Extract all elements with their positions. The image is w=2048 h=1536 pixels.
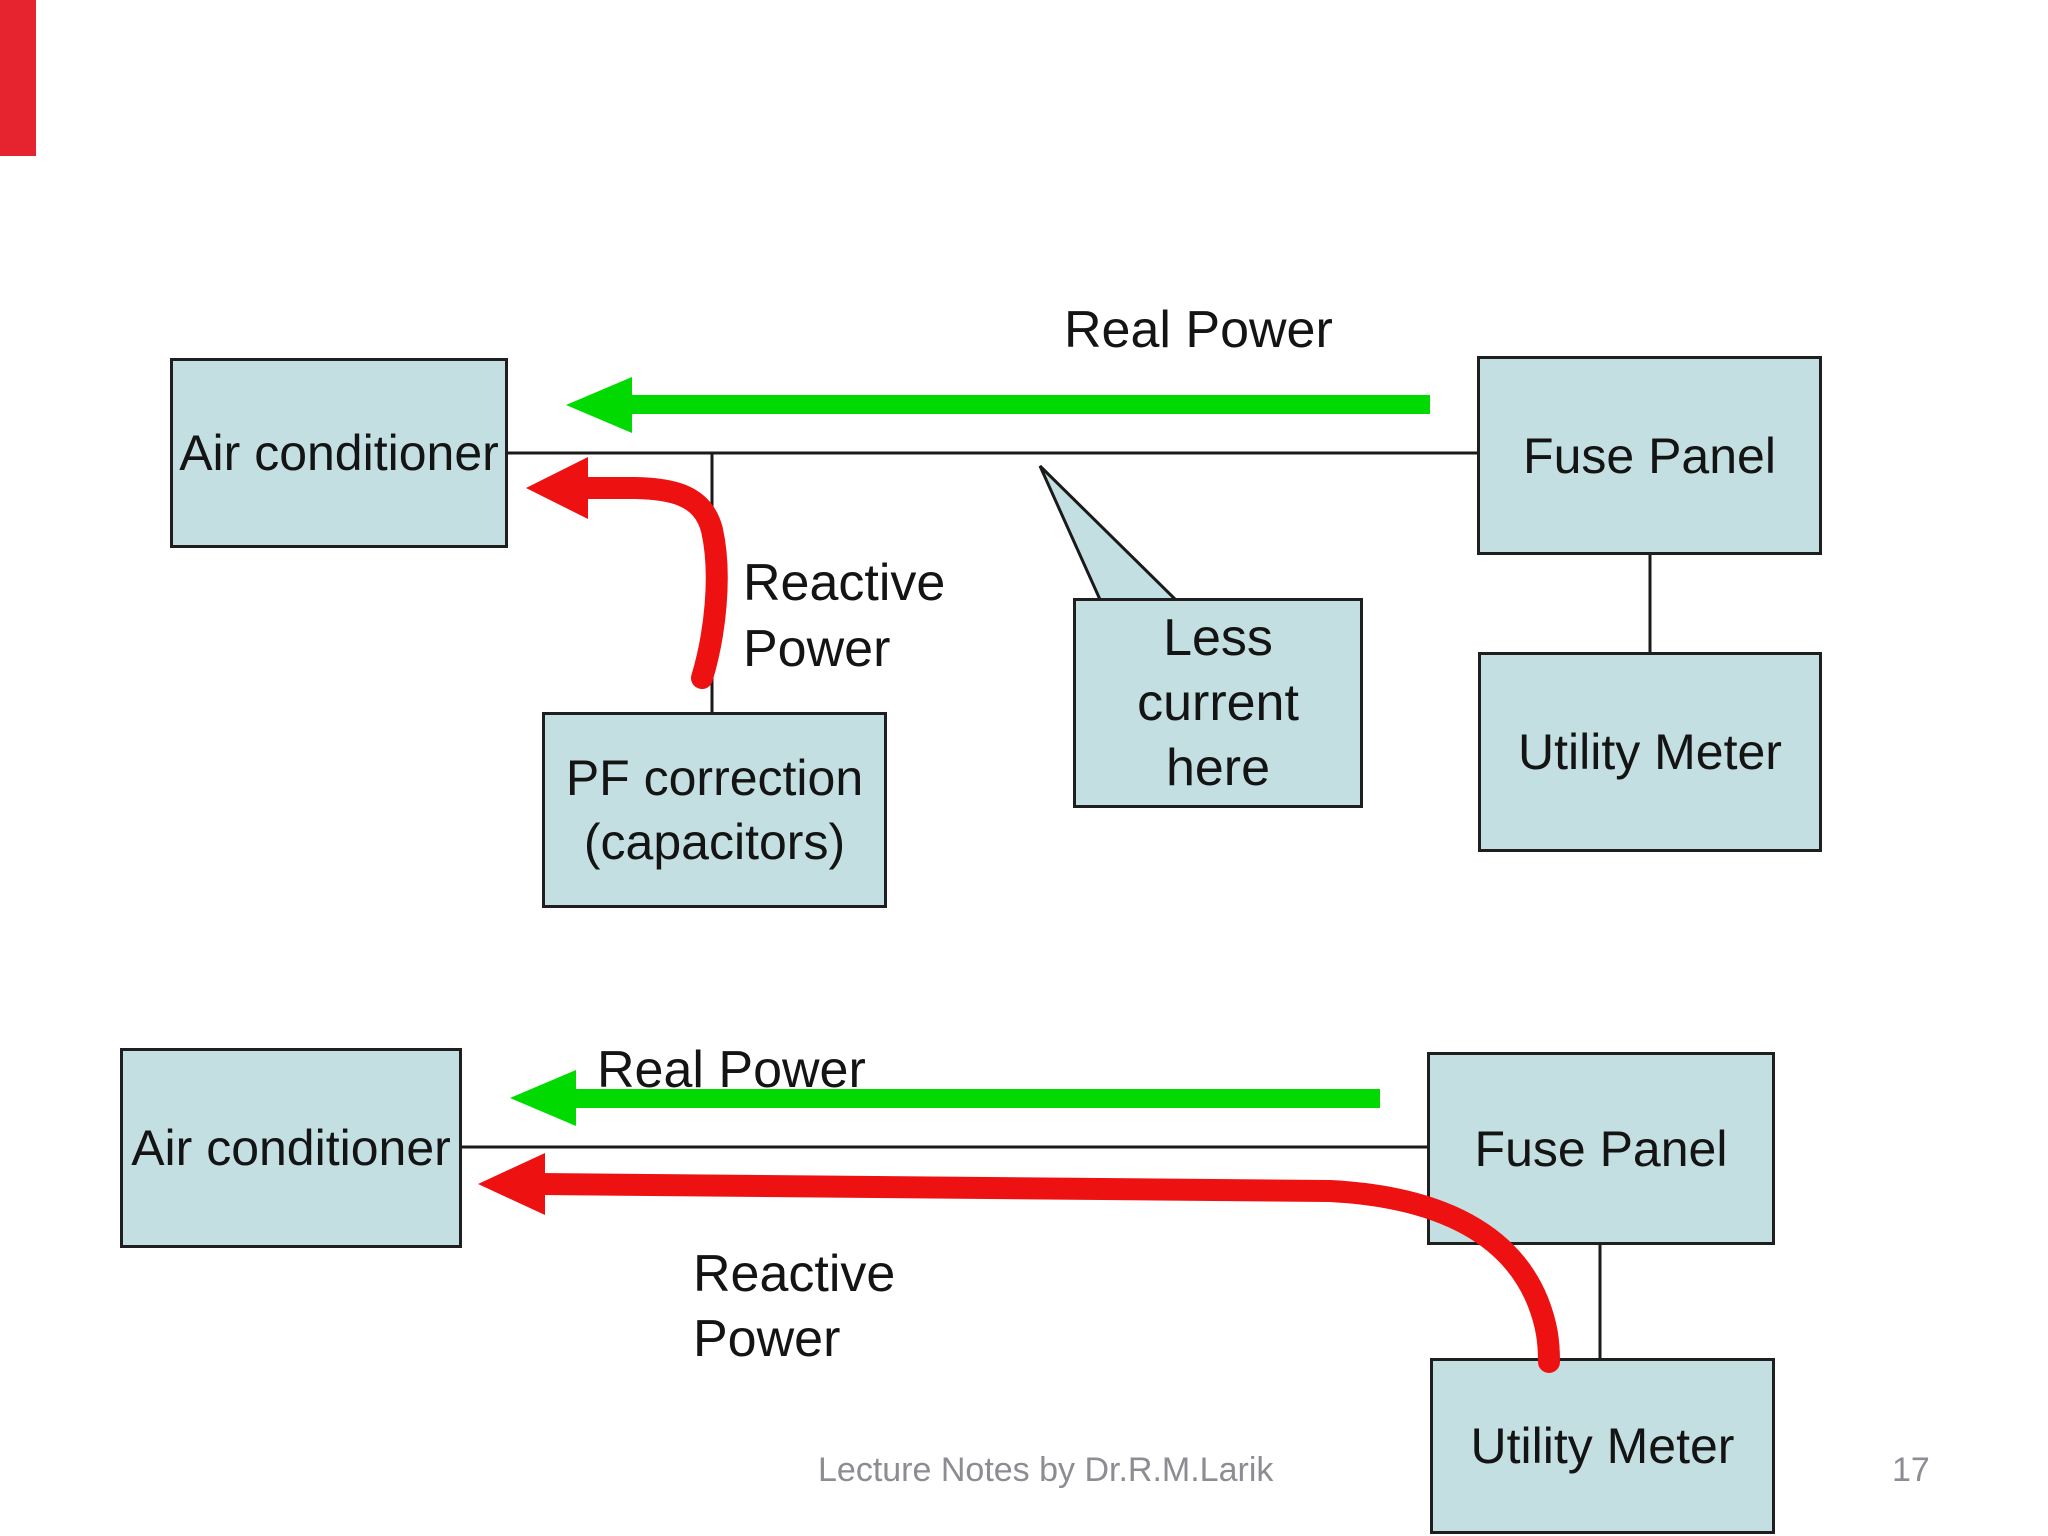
label-reactive-power-bottom-line1: Reactive [693, 1245, 896, 1303]
real-power-arrow-bottom [510, 1070, 1380, 1126]
reactive-power-arrow-top-shaft [577, 477, 728, 689]
box-utility-meter-top-label: Utility Meter [1518, 724, 1782, 780]
box-air-conditioner-bottom: Air conditioner [120, 1048, 462, 1248]
box-pf-correction: PF correction (capacitors) [542, 712, 887, 908]
box-fuse-panel-bottom-label: Fuse Panel [1474, 1120, 1728, 1177]
callout-line1: Less [1163, 608, 1273, 667]
box-fuse-panel-top: Fuse Panel [1477, 356, 1822, 555]
callout-line3: here [1165, 738, 1271, 797]
footer-text: Lecture Notes by Dr.R.M.Larik [818, 1451, 1274, 1489]
reactive-power-arrow-bottom-head [478, 1153, 545, 1215]
box-air-conditioner-top: Air conditioner [170, 358, 508, 548]
label-reactive-power-bottom-line2: Power [693, 1310, 841, 1368]
real-power-arrow-top [566, 377, 1430, 433]
reactive-power-arrow-top-head [526, 457, 588, 519]
label-reactive-power-top-line1: Reactive [743, 554, 946, 612]
callout-line2: current [1137, 673, 1299, 732]
box-fuse-panel-top-label: Fuse Panel [1523, 427, 1776, 484]
box-utility-meter-bottom-label: Utility Meter [1470, 1418, 1735, 1474]
box-pf-correction-line2: (capacitors) [583, 814, 846, 870]
label-real-power-top-text: Real Power [1064, 301, 1333, 359]
box-utility-meter-top: Utility Meter [1478, 652, 1822, 852]
accent-bar [0, 0, 36, 156]
box-utility-meter-bottom: Utility Meter [1430, 1358, 1775, 1534]
label-reactive-power-top: Reactive Power [743, 550, 945, 682]
reactive-power-arrow-bottom-shaft [529, 1173, 1560, 1373]
label-real-power-top: Real Power [1064, 298, 1333, 363]
box-air-conditioner-bottom-label: Air conditioner [131, 1120, 451, 1176]
box-air-conditioner-top-label: Air conditioner [179, 425, 499, 481]
label-real-power-bottom: Real Power [597, 1038, 866, 1103]
box-fuse-panel-bottom: Fuse Panel [1427, 1052, 1775, 1245]
label-reactive-power-top-line2: Power [743, 620, 891, 678]
label-real-power-bottom-text: Real Power [597, 1041, 866, 1099]
page-number: 17 [1892, 1451, 1930, 1489]
box-pf-correction-line1: PF correction [565, 750, 864, 806]
callout-less-current: Less current here [1073, 598, 1363, 808]
label-reactive-power-bottom: Reactive Power [693, 1242, 895, 1372]
